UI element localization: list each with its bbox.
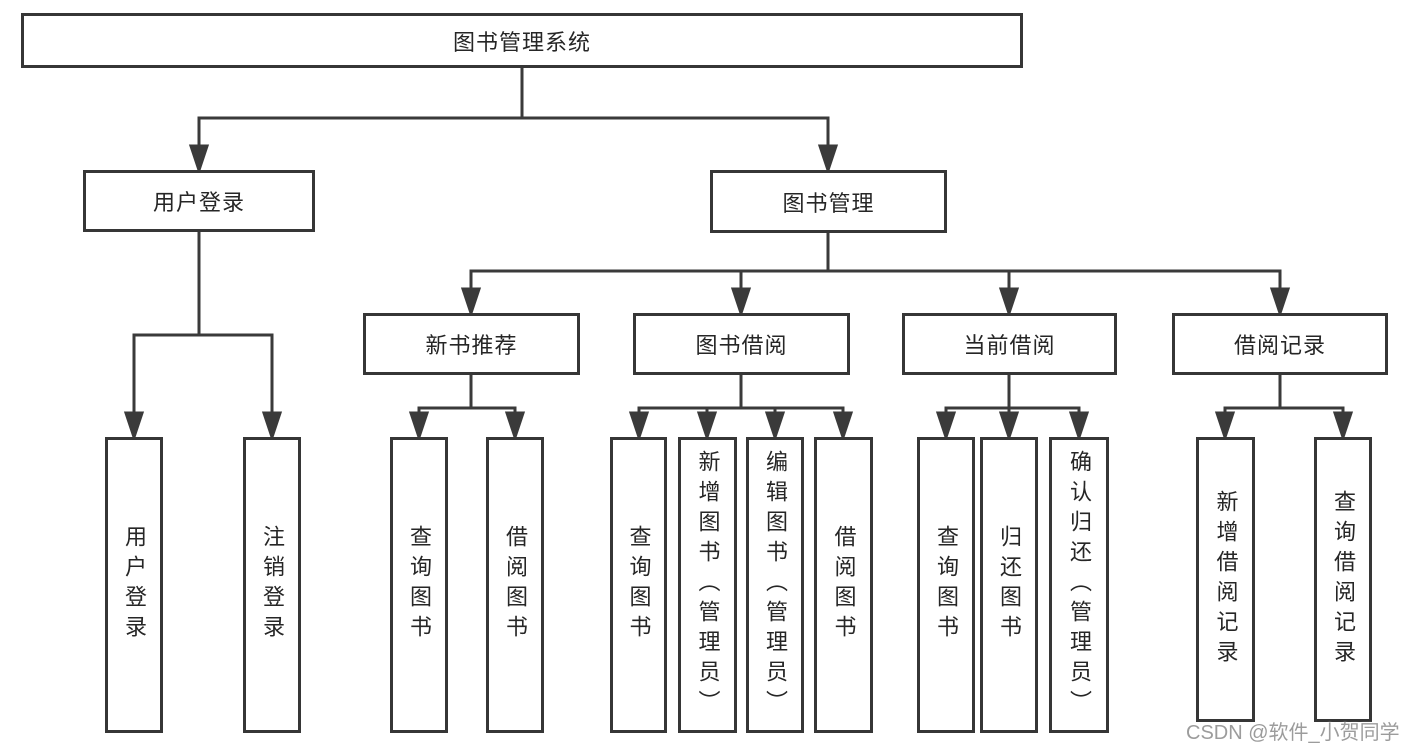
leaf-query-borrow-record-label: 查询借阅记录 bbox=[1331, 489, 1356, 670]
leaf-current-query-books-label: 查询图书 bbox=[934, 525, 959, 645]
leaf-current-query-books: 查询图书 bbox=[917, 437, 975, 733]
leaf-recommend-borrow-books-label: 借阅图书 bbox=[503, 525, 528, 645]
csdn-watermark: CSDN @软件_小贺同学 bbox=[1186, 722, 1400, 744]
node-user-login-label: 用户登录 bbox=[152, 190, 245, 215]
leaf-recommend-query-books: 查询图书 bbox=[390, 437, 448, 733]
leaf-confirm-return-admin: 确认归还（管理员） bbox=[1049, 437, 1109, 733]
leaf-user-login: 用户登录 bbox=[105, 437, 163, 733]
node-new-book-recommend: 新书推荐 bbox=[363, 313, 580, 375]
leaf-borrow-query-books: 查询图书 bbox=[610, 437, 667, 733]
node-current-borrow-label: 当前借阅 bbox=[963, 333, 1056, 358]
leaf-logout-label: 注销登录 bbox=[260, 525, 285, 645]
leaf-borrow-query-books-label: 查询图书 bbox=[626, 525, 652, 645]
leaf-recommend-borrow-books: 借阅图书 bbox=[486, 437, 544, 733]
leaf-return-books-label: 归还图书 bbox=[997, 525, 1022, 645]
node-current-borrow: 当前借阅 bbox=[902, 313, 1117, 375]
leaf-recommend-query-books-label: 查询图书 bbox=[407, 525, 432, 645]
leaf-add-borrow-record: 新增借阅记录 bbox=[1196, 437, 1255, 722]
leaf-query-borrow-record: 查询借阅记录 bbox=[1314, 437, 1372, 722]
leaf-logout: 注销登录 bbox=[243, 437, 301, 733]
node-new-book-recommend-label: 新书推荐 bbox=[425, 333, 518, 358]
node-book-borrow: 图书借阅 bbox=[633, 313, 850, 375]
node-user-login: 用户登录 bbox=[83, 170, 315, 232]
leaf-confirm-return-admin-label: 确认归还（管理员） bbox=[1067, 450, 1092, 720]
leaf-add-books-admin: 新增图书（管理员） bbox=[678, 437, 737, 733]
leaf-borrow-books: 借阅图书 bbox=[814, 437, 873, 733]
node-book-borrow-label: 图书借阅 bbox=[695, 333, 788, 358]
node-book-management: 图书管理 bbox=[710, 170, 947, 233]
node-book-management-label: 图书管理 bbox=[782, 190, 875, 216]
leaf-add-borrow-record-label: 新增借阅记录 bbox=[1213, 489, 1239, 670]
leaf-edit-books-admin: 编辑图书（管理员） bbox=[746, 437, 804, 733]
leaf-user-login-label: 用户登录 bbox=[122, 525, 147, 645]
leaf-return-books: 归还图书 bbox=[980, 437, 1038, 733]
leaf-edit-books-admin-label: 编辑图书（管理员） bbox=[763, 450, 788, 720]
node-root: 图书管理系统 bbox=[21, 13, 1023, 68]
node-borrow-records-label: 借阅记录 bbox=[1233, 333, 1326, 358]
leaf-add-books-admin-label: 新增图书（管理员） bbox=[695, 450, 721, 720]
leaf-borrow-books-label: 借阅图书 bbox=[831, 525, 857, 645]
node-borrow-records: 借阅记录 bbox=[1172, 313, 1388, 375]
node-root-label: 图书管理系统 bbox=[452, 29, 591, 55]
